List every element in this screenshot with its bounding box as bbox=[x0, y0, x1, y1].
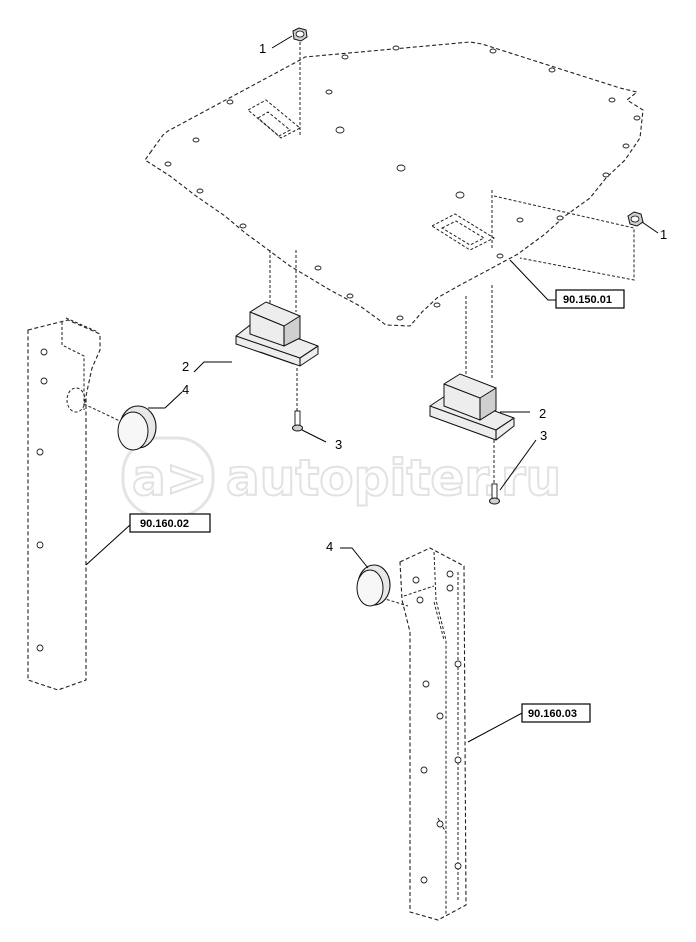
nut-top bbox=[292, 27, 308, 42]
ref-right-post[interactable]: 90.160.03 bbox=[521, 703, 591, 723]
ref-floor[interactable]: 90.150.01 bbox=[555, 289, 625, 309]
callout-4-left: 4 bbox=[182, 382, 189, 397]
bolt-right bbox=[489, 483, 500, 505]
right-post bbox=[399, 547, 467, 921]
ref-right-post-label: 90.160.03 bbox=[528, 708, 577, 720]
watermark-logo: a> bbox=[132, 449, 208, 507]
callout-3-left: 3 bbox=[335, 437, 342, 452]
cap-left bbox=[117, 405, 157, 451]
left-post bbox=[27, 317, 101, 691]
floor-plate bbox=[144, 41, 644, 327]
callout-4-right: 4 bbox=[326, 539, 333, 554]
callouts: 1 1 2 2 3 3 4 4 bbox=[182, 41, 667, 554]
watermark-text: autopiter.ru bbox=[226, 449, 561, 507]
ref-floor-label: 90.150.01 bbox=[563, 294, 612, 306]
nut-right bbox=[627, 211, 644, 227]
ref-left-post[interactable]: 90.160.02 bbox=[129, 513, 211, 533]
assembly-lines bbox=[83, 42, 635, 607]
callout-1-top: 1 bbox=[259, 41, 266, 56]
plate-holes bbox=[164, 45, 641, 321]
callout-3-right: 3 bbox=[540, 428, 547, 443]
callout-2-right: 2 bbox=[539, 406, 546, 421]
bolt-left bbox=[292, 410, 303, 432]
rubber-mount-left bbox=[235, 301, 319, 367]
cap-right bbox=[356, 564, 391, 607]
callout-2-left: 2 bbox=[182, 359, 189, 374]
watermark: a> autopiter.ru bbox=[121, 436, 562, 518]
rubber-mount-right bbox=[429, 373, 515, 441]
leader-lines bbox=[85, 35, 659, 743]
callout-1-right: 1 bbox=[660, 227, 667, 242]
ref-left-post-label: 90.160.02 bbox=[140, 518, 189, 530]
